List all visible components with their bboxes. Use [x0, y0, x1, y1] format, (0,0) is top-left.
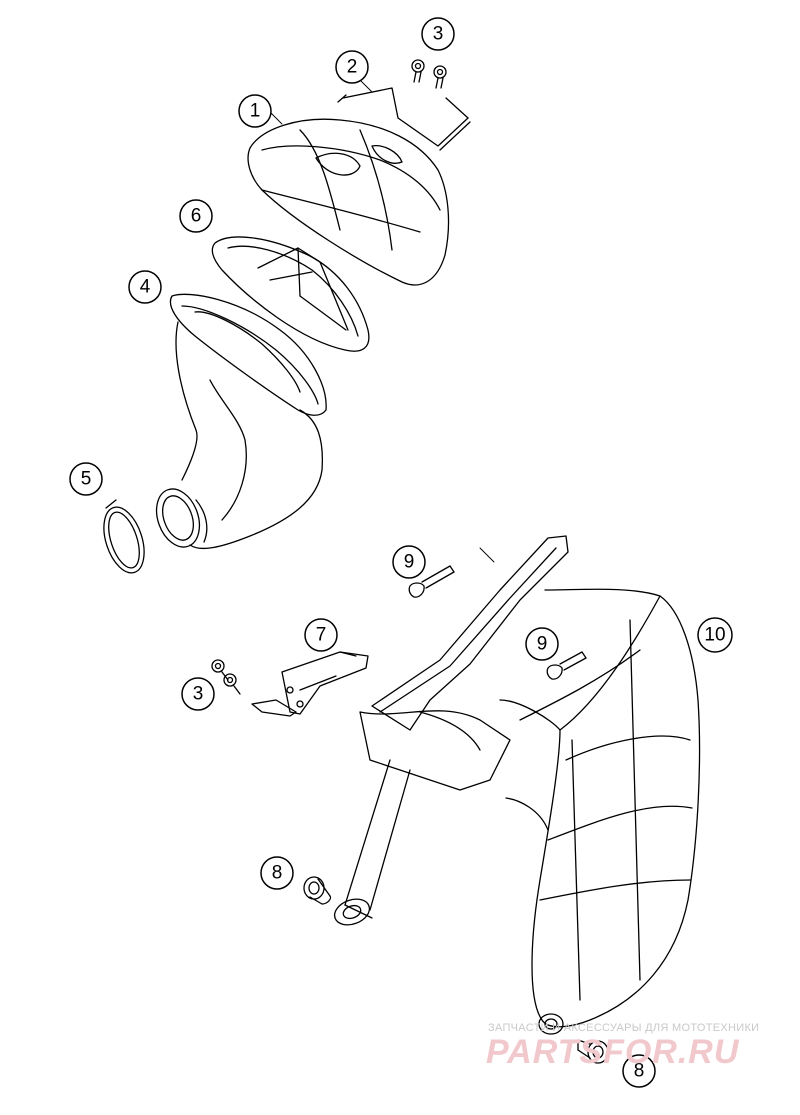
callout: 10	[697, 617, 733, 653]
callout: 7	[304, 618, 338, 652]
callout: 5	[69, 462, 103, 496]
callout: 1	[238, 94, 272, 128]
callout: 8	[260, 856, 294, 890]
svg-text:9: 9	[537, 634, 548, 655]
part-bushing-left	[303, 876, 332, 905]
svg-text:1: 1	[250, 101, 261, 122]
callout: 8	[622, 1054, 656, 1088]
part-hose-clamp	[103, 499, 145, 574]
watermark-tagline: ЗАПЧАСТИ И АКСЕССУАРЫ ДЛЯ МОТОТЕХНИКИ	[488, 1022, 760, 1034]
part-intake-boot	[155, 293, 327, 550]
leader-lines	[269, 79, 495, 563]
part-mounting-bracket	[251, 651, 369, 717]
svg-text:10: 10	[704, 625, 725, 646]
part-airbox-cover	[247, 118, 450, 286]
callout: 4	[128, 270, 162, 304]
watermark-logo: PARTSFOR.RU	[486, 1033, 740, 1071]
svg-text:8: 8	[272, 863, 283, 884]
callout: 3	[421, 17, 455, 51]
part-subframe	[333, 535, 701, 1035]
svg-text:6: 6	[191, 206, 202, 227]
part-screws-lower	[211, 659, 241, 695]
callouts: 1 2 3 4 5 6 9 7 9 10 3 8 8	[69, 17, 733, 1088]
part-bushing-bottom	[577, 1039, 609, 1064]
callout: 3	[181, 677, 215, 711]
callout: 9	[392, 545, 426, 579]
svg-text:7: 7	[316, 625, 327, 646]
part-screws-top	[411, 59, 447, 89]
part-retaining-wire	[337, 87, 471, 151]
svg-text:2: 2	[347, 57, 358, 78]
svg-text:8: 8	[634, 1061, 645, 1082]
svg-text:9: 9	[404, 552, 415, 573]
part-air-filter	[211, 236, 370, 352]
svg-text:5: 5	[81, 469, 92, 490]
svg-text:3: 3	[193, 684, 204, 705]
svg-text:4: 4	[140, 277, 151, 298]
part-bolt-upper	[408, 565, 455, 598]
part-bolt-right	[546, 651, 587, 680]
callout: 9	[525, 627, 559, 661]
callout: 6	[179, 199, 213, 233]
svg-text:3: 3	[433, 24, 444, 45]
callout: 2	[335, 50, 369, 84]
